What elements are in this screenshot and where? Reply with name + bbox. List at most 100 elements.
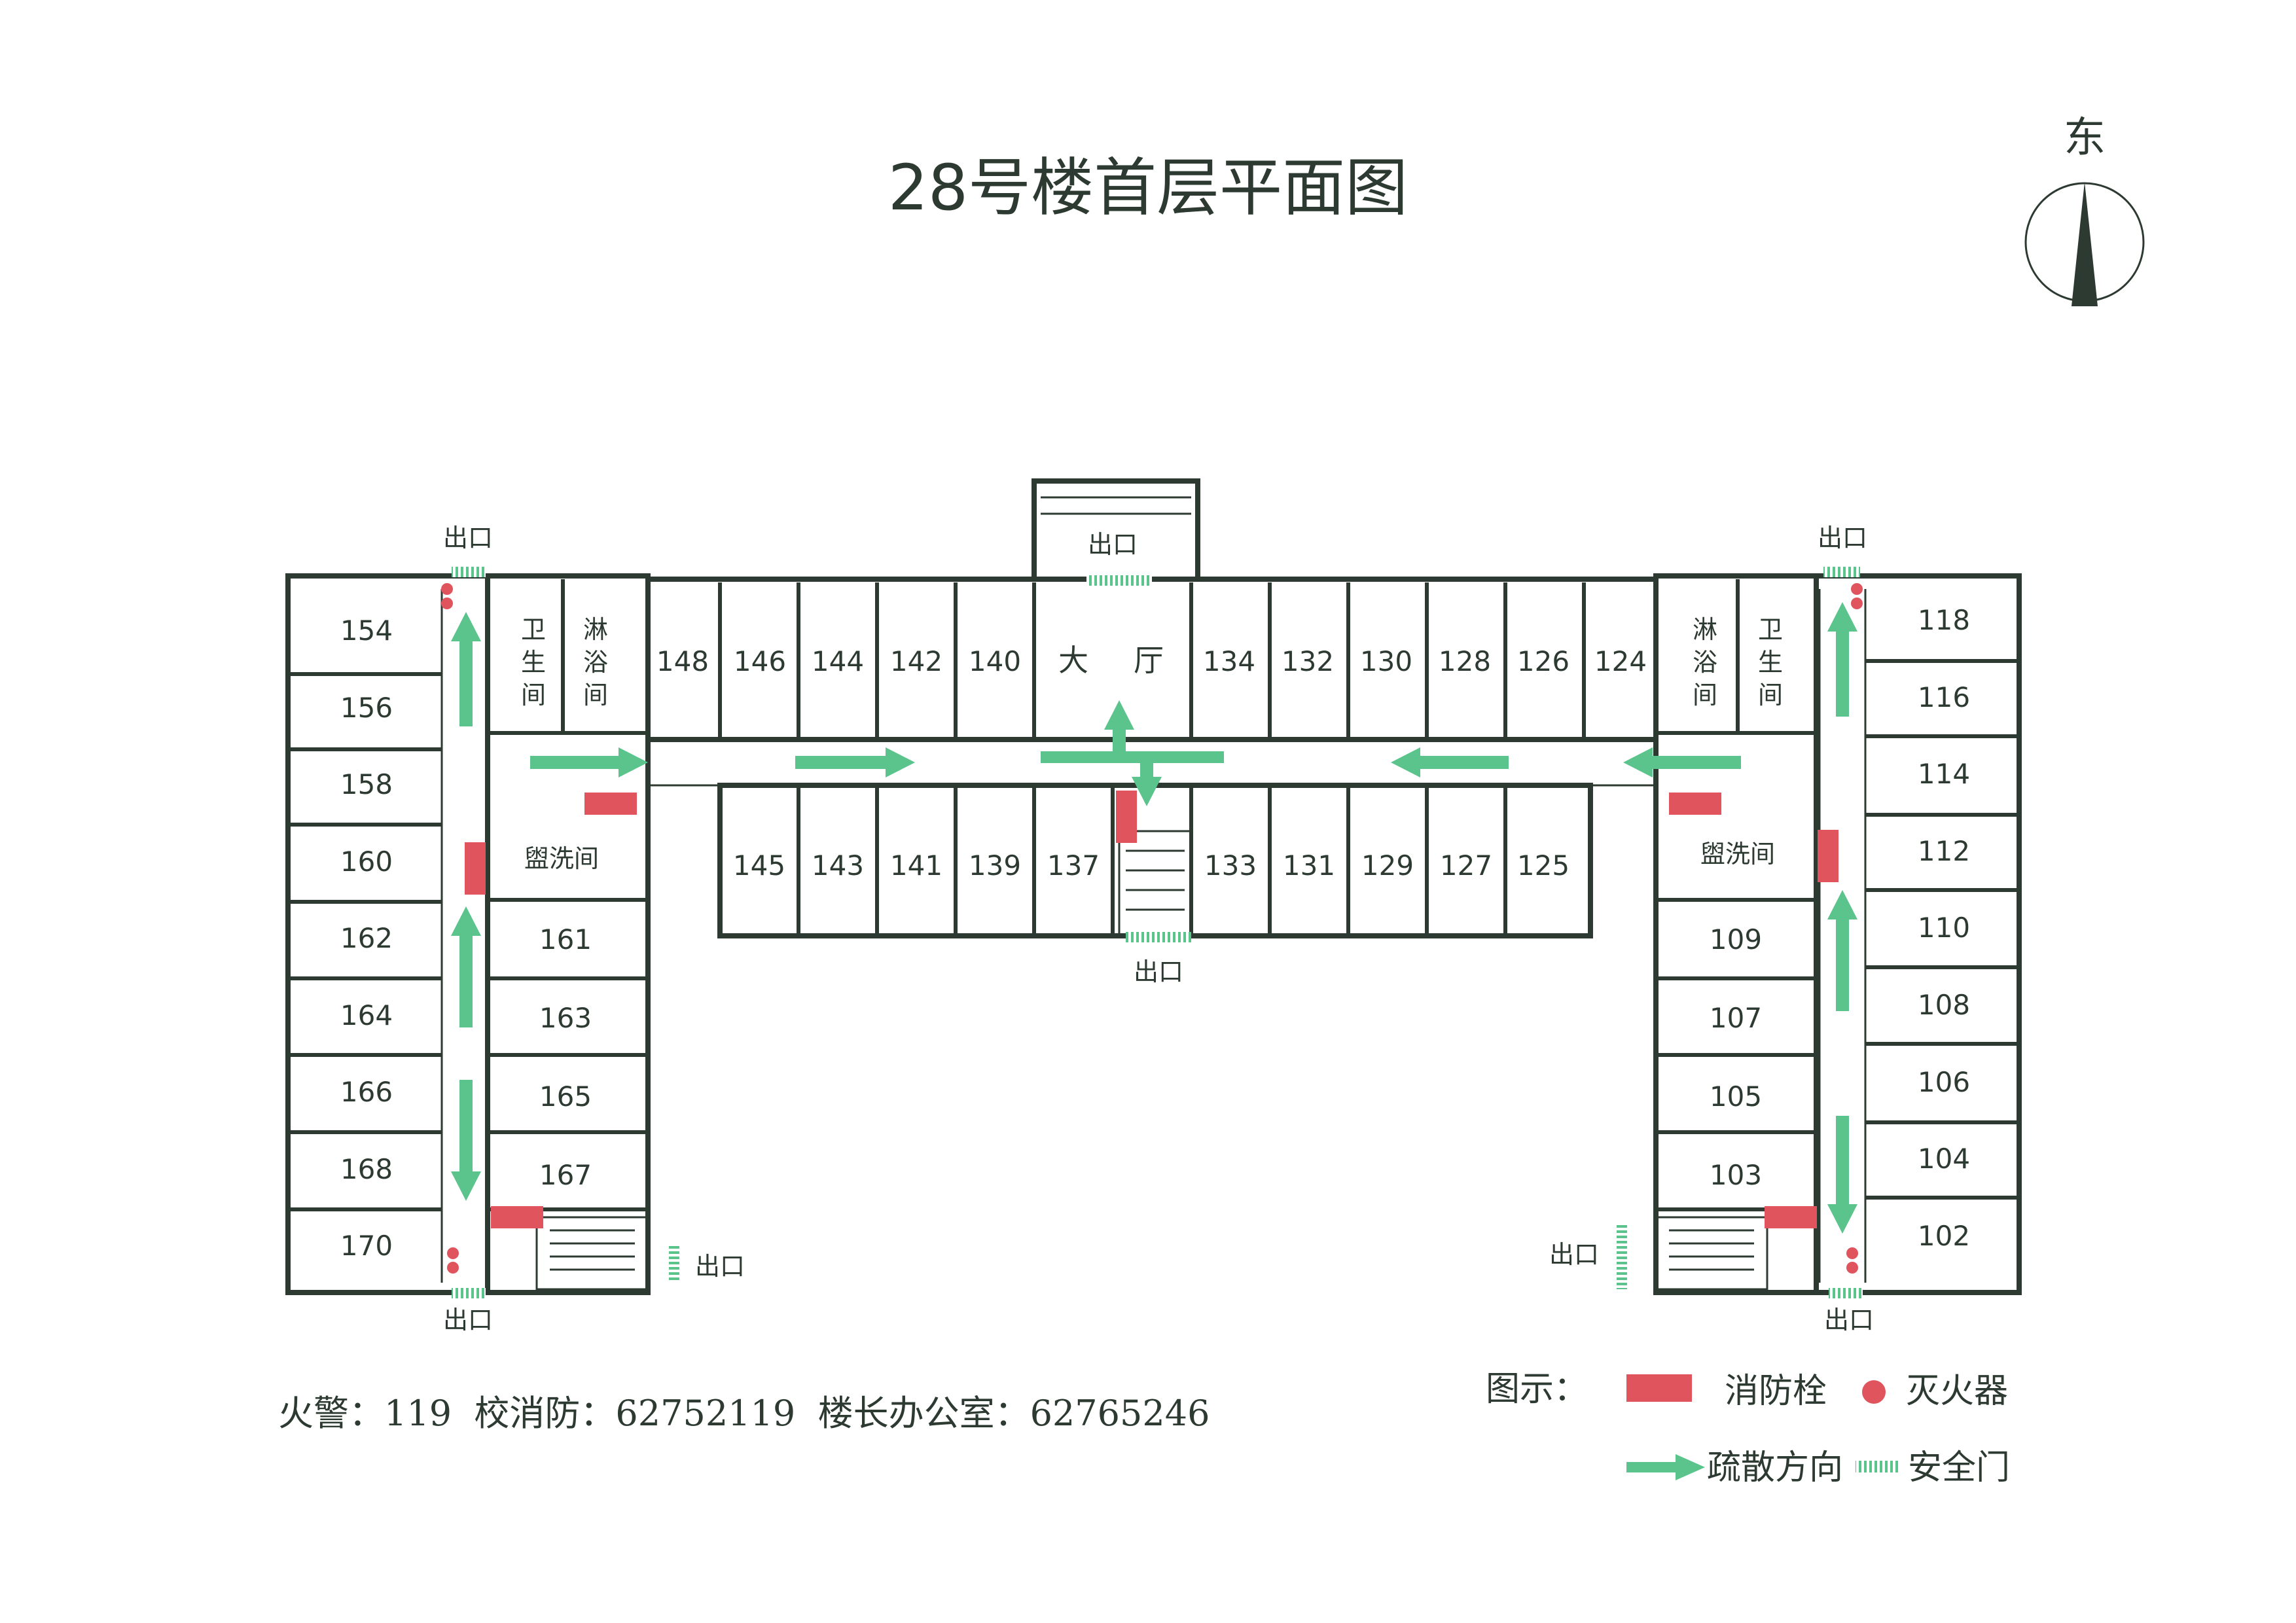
room-number: 156 [340,692,393,724]
safety-door [669,1243,679,1280]
room-number: 142 [890,645,942,677]
safety-doors [452,567,1863,1298]
room-number: 118 [1918,604,1970,636]
restroom-label: 生 [1758,648,1783,677]
contacts-line: 火警：119 校消防：62752119 楼长办公室：62765246 [278,1393,1210,1434]
room-number: 129 [1361,849,1414,882]
hydrant-icon [1765,1206,1817,1228]
legend-title: 图示： [1486,1370,1588,1409]
safety-door [1086,575,1152,586]
hydrant-icon [1818,830,1839,882]
legend-door-label: 安全门 [1908,1448,2010,1488]
washroom-label: 盥洗间 [1700,840,1775,868]
safety-door [452,1288,486,1298]
room-number: 106 [1918,1066,1970,1098]
arrow-right-icon [795,747,915,777]
arrow-up-icon [1827,602,1857,717]
room-number: 105 [1710,1080,1762,1113]
room-number: 163 [539,1002,592,1034]
shower-label: 浴 [1693,648,1717,677]
extinguisher-icon [447,1262,459,1274]
arrow-left-icon [1623,747,1741,777]
restroom-label: 卫 [1758,615,1783,644]
extinguisher-icon [1851,583,1863,595]
restroom-label: 间 [521,681,546,709]
room-number: 108 [1918,989,1970,1021]
room-numbers: 154 156 158 160 162 164 166 168 170 161 … [340,604,1970,1262]
room-number: 132 [1282,645,1334,677]
room-number: 109 [1710,923,1762,955]
hydrant-icon [1669,793,1721,815]
room-number: 102 [1918,1220,1970,1252]
legend-hydrant-swatch [1626,1374,1692,1402]
arrow-up-icon [1827,890,1857,1011]
safety-door [1823,567,1860,577]
room-number: 168 [340,1153,393,1185]
arrow-right-icon [530,747,648,777]
shower-label: 浴 [583,648,608,677]
room-number: 145 [733,849,785,882]
safety-door [452,567,486,577]
extinguisher-icon [1851,597,1863,609]
safety-door [1829,1288,1863,1298]
room-number: 140 [969,645,1021,677]
room-number: 160 [340,846,393,878]
safety-door [1617,1224,1627,1289]
hall-label: 厅 [1134,643,1164,678]
shower-label: 淋 [583,615,608,644]
room-number: 165 [539,1080,592,1113]
shower-label: 间 [583,681,608,709]
room-number: 126 [1517,645,1570,677]
exit-labels: 出口 出口 出口 出口 出口 出口 出口 出口 [443,524,1874,1334]
room-number: 161 [539,923,592,955]
compass-label: 东 [2064,114,2106,162]
hall-label: 大 [1058,643,1088,678]
room-number: 116 [1918,681,1970,713]
arrow-up-icon [451,612,481,726]
room-number: 162 [340,922,393,954]
room-number: 137 [1047,849,1100,882]
room-number: 154 [340,615,393,647]
restroom-label: 生 [521,648,546,677]
room-number: 103 [1710,1159,1762,1191]
exit-label: 出口 [1824,1306,1874,1334]
room-number: 141 [890,849,942,882]
arrow-up-icon [451,906,481,1027]
room-number: 134 [1203,645,1255,677]
hydrant-icon [584,793,637,815]
arrow-left-icon [1391,747,1509,777]
exit-label: 出口 [443,524,493,552]
legend-evacuation-label: 疏散方向 [1707,1448,1843,1488]
room-number: 125 [1517,849,1570,882]
room-number: 127 [1440,849,1492,882]
extinguisher-icon [447,1247,459,1259]
washroom-label: 盥洗间 [524,844,599,873]
room-number: 144 [812,645,864,677]
room-number: 128 [1439,645,1491,677]
legend-door-swatch [1856,1461,1900,1472]
room-number: 167 [539,1159,592,1191]
exit-label: 出口 [1818,524,1867,552]
room-number: 170 [340,1230,393,1262]
compass: 东 [2024,114,2145,306]
corridor-lines [440,496,1867,1283]
room-number: 166 [340,1076,393,1108]
exit-label: 出口 [443,1306,493,1334]
extinguisher-icon [441,597,453,609]
room-number: 107 [1710,1002,1762,1034]
stairs [535,830,1768,1291]
exit-label: 出口 [1549,1240,1599,1269]
restroom-label: 卫 [521,615,546,644]
room-number: 143 [812,849,864,882]
compass-needle-icon [2072,182,2098,306]
legend-arrow-icon [1626,1454,1705,1480]
hydrant-icon [1116,791,1137,843]
extinguishers [441,583,1863,1274]
room-number: 114 [1918,758,1970,790]
room-number: 148 [656,645,709,677]
fire-hydrants [465,791,1839,1228]
arrow-down-icon [451,1080,481,1201]
shower-label: 淋 [1693,615,1717,644]
extinguisher-icon [1846,1262,1858,1274]
room-number: 164 [340,999,393,1031]
